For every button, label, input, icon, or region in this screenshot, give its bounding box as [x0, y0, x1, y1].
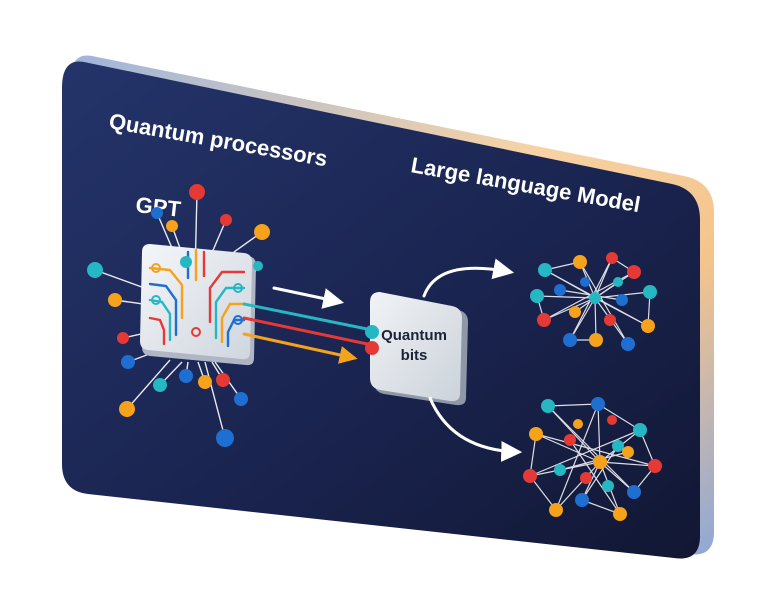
llm-network-upper	[530, 252, 657, 351]
gpt-chip	[140, 244, 256, 366]
chip-to-qubit-arrows	[242, 286, 374, 364]
qubit-to-llm-arrows	[422, 258, 523, 462]
qbit-label-line2: bits	[401, 347, 428, 364]
gpt-nodes	[87, 184, 270, 447]
llm-network-lower	[523, 397, 662, 521]
quantum-bits-box: Quantum bits	[365, 292, 468, 406]
qbit-label-line1: Quantum	[381, 327, 447, 344]
